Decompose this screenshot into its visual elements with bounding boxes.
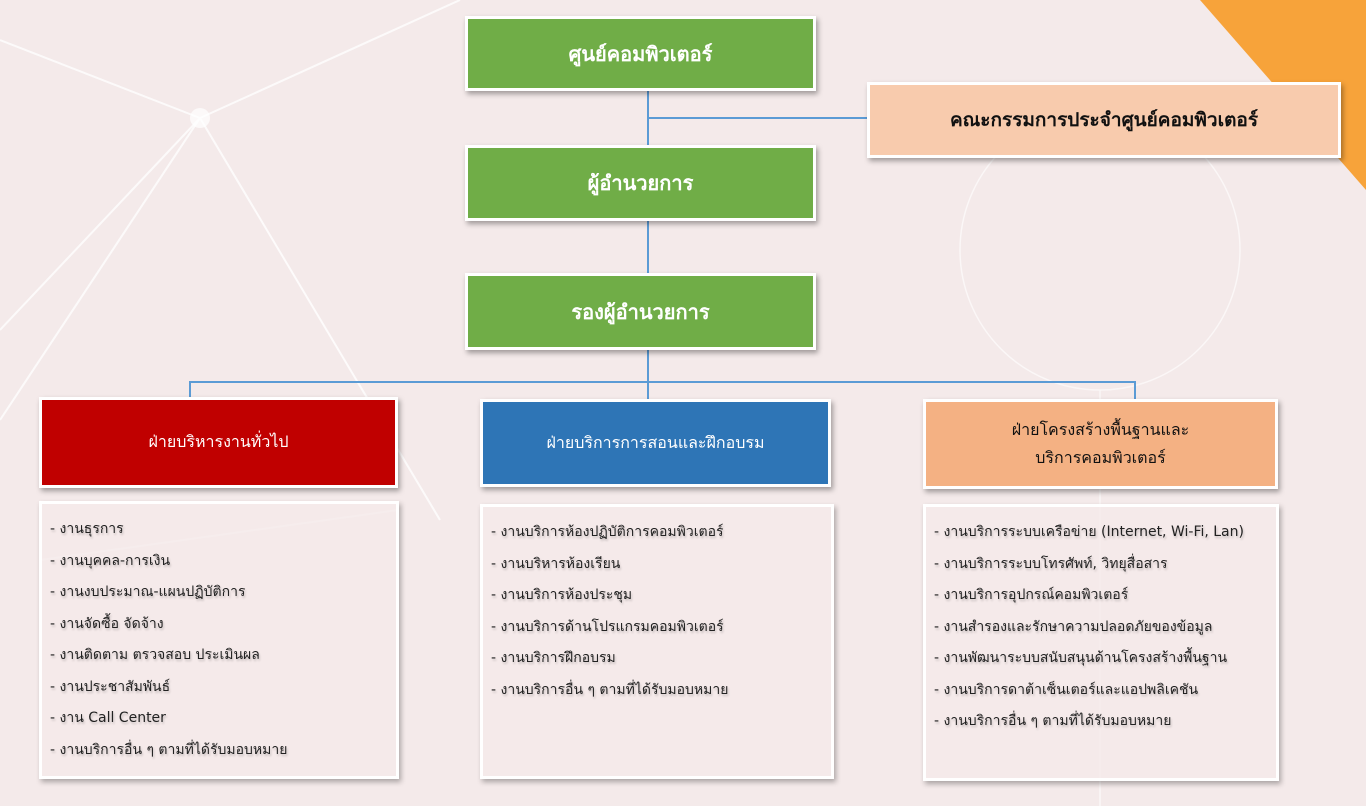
dept-title: บริการคอมพิวเตอร์: [1035, 448, 1166, 467]
connector: [647, 381, 649, 400]
list-item: - งานจัดซื้อ จัดจ้าง: [50, 615, 164, 632]
task-list-general-admin: - งานธุรการ - งานบุคคล-การเงิน - งานงบปร…: [39, 501, 399, 779]
list-item: - งานประชาสัมพันธ์: [50, 678, 171, 695]
list-item: - งานงบประมาณ-แผนปฏิบัติการ: [50, 584, 246, 600]
dept-title: ฝ่ายโครงสร้างพื้นฐานและ: [1011, 420, 1190, 439]
dept-title: ฝ่ายบริการการสอนและฝึกอบรม: [546, 432, 765, 452]
director-box: ผู้อำนวยการ: [465, 145, 816, 221]
connector: [647, 349, 649, 383]
list-item: - งานบริการฝึกอบรม: [491, 650, 616, 666]
list-item: - งานบุคคล-การเงิน: [50, 552, 171, 569]
connector: [189, 381, 1136, 383]
list-item: - งานบริการระบบโทรศัพท์, วิทยุสื่อสาร: [934, 555, 1168, 572]
dept-infrastructure: ฝ่ายโครงสร้างพื้นฐานและ บริการคอมพิวเตอร…: [923, 399, 1278, 489]
center-box: ศูนย์คอมพิวเตอร์: [465, 16, 816, 91]
list-item: - งานบริการอื่น ๆ ตามที่ได้รับมอบหมาย: [50, 741, 288, 758]
list-item: - งานบริการอื่น ๆ ตามที่ได้รับมอบหมาย: [491, 681, 729, 698]
committee-box: คณะกรรมการประจำศูนย์คอมพิวเตอร์: [867, 82, 1341, 158]
connector: [648, 117, 870, 119]
list-item: - งานติดตาม ตรวจสอบ ประเมินผล: [50, 647, 260, 663]
list-item: - งานบริการระบบเครือข่าย (Internet, Wi-F…: [934, 524, 1244, 540]
list-item: - งานบริการห้องประชุม: [491, 587, 633, 603]
list-item: - งานบริการอื่น ๆ ตามที่ได้รับมอบหมาย: [934, 713, 1172, 729]
task-list-teaching-training: - งานบริการห้องปฏิบัติการคอมพิวเตอร์ - ง…: [480, 504, 834, 779]
dept-general-admin: ฝ่ายบริหารงานทั่วไป: [39, 397, 398, 488]
list-item: - งานธุรการ: [50, 521, 124, 537]
list-item: - งานบริการอุปกรณ์คอมพิวเตอร์: [934, 587, 1129, 603]
list-item: - งานบริหารห้องเรียน: [491, 555, 621, 572]
list-item: - งานพัฒนาระบบสนับสนุนด้านโครงสร้างพื้นฐ…: [934, 650, 1228, 666]
list-item: - งานบริการดาต้าเซ็นเตอร์และแอปพลิเคชัน: [934, 681, 1199, 698]
dept-teaching-training: ฝ่ายบริการการสอนและฝึกอบรม: [480, 399, 831, 487]
list-item: - งาน Call Center: [50, 710, 166, 726]
list-item: - งานบริการด้านโปรแกรมคอมพิวเตอร์: [491, 618, 724, 635]
list-item: - งานสำรองและรักษาความปลอดภัยของข้อมูล: [934, 618, 1213, 635]
connector: [189, 381, 191, 399]
task-list-infrastructure: - งานบริการระบบเครือข่าย (Internet, Wi-F…: [923, 504, 1279, 781]
connector: [1134, 381, 1136, 400]
dept-title: ฝ่ายบริหารงานทั่วไป: [148, 432, 289, 451]
list-item: - งานบริการห้องปฏิบัติการคอมพิวเตอร์: [491, 524, 724, 540]
deputy-director-box: รองผู้อำนวยการ: [465, 273, 816, 350]
